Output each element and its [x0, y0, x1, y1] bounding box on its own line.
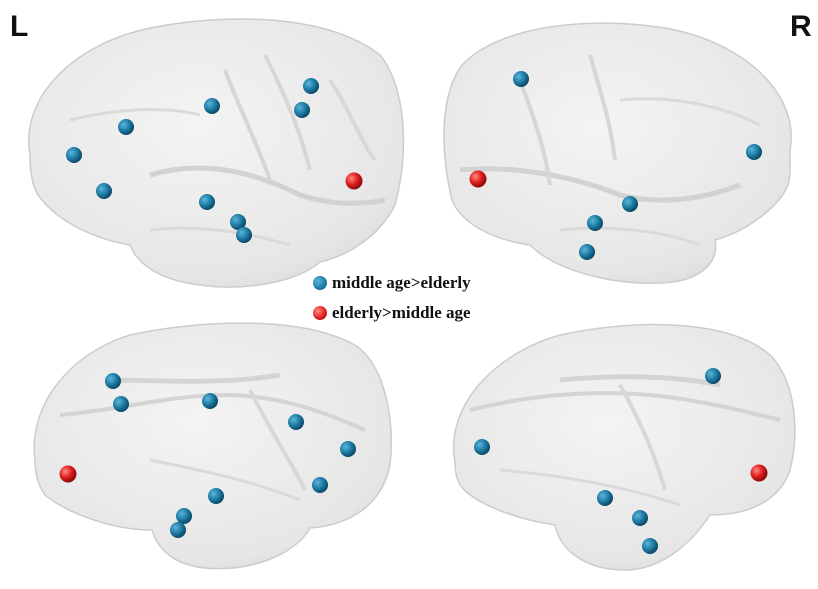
- brain-surface: [444, 23, 791, 283]
- node-red: [751, 465, 768, 482]
- node-red: [346, 173, 363, 190]
- node-blue: [303, 78, 319, 94]
- blue-dot-icon: [313, 276, 327, 290]
- node-blue: [236, 227, 252, 243]
- red-dot-icon: [313, 306, 327, 320]
- brain-surface: [454, 325, 795, 570]
- node-blue: [202, 393, 218, 409]
- node-blue: [118, 119, 134, 135]
- node-blue: [204, 98, 220, 114]
- node-blue: [622, 196, 638, 212]
- node-blue: [312, 477, 328, 493]
- panel-left-lateral: [29, 19, 404, 287]
- legend: middle age>elderly elderly>middle age: [313, 268, 471, 328]
- brain-surface: [34, 323, 391, 569]
- hemisphere-label-left: L: [10, 10, 28, 44]
- node-blue: [96, 183, 112, 199]
- node-blue: [199, 194, 215, 210]
- node-blue: [642, 538, 658, 554]
- node-blue: [66, 147, 82, 163]
- node-blue: [113, 396, 129, 412]
- legend-label: middle age>elderly: [332, 273, 471, 293]
- node-blue: [340, 441, 356, 457]
- node-red: [470, 171, 487, 188]
- node-blue: [294, 102, 310, 118]
- node-blue: [579, 244, 595, 260]
- node-blue: [587, 215, 603, 231]
- node-blue: [705, 368, 721, 384]
- legend-label: elderly>middle age: [332, 303, 471, 323]
- node-blue: [288, 414, 304, 430]
- panel-left-medial: [34, 323, 391, 569]
- node-red: [60, 466, 77, 483]
- node-blue: [746, 144, 762, 160]
- hemisphere-label-right: R: [790, 10, 812, 44]
- legend-item: elderly>middle age: [313, 298, 471, 328]
- panel-right-medial: [454, 325, 795, 570]
- node-blue: [105, 373, 121, 389]
- brain-surface: [29, 19, 404, 287]
- legend-item: middle age>elderly: [313, 268, 471, 298]
- node-blue: [176, 508, 192, 524]
- node-blue: [513, 71, 529, 87]
- node-blue: [170, 522, 186, 538]
- node-blue: [632, 510, 648, 526]
- node-blue: [597, 490, 613, 506]
- node-blue: [208, 488, 224, 504]
- panel-right-lateral: [444, 23, 791, 283]
- node-blue: [474, 439, 490, 455]
